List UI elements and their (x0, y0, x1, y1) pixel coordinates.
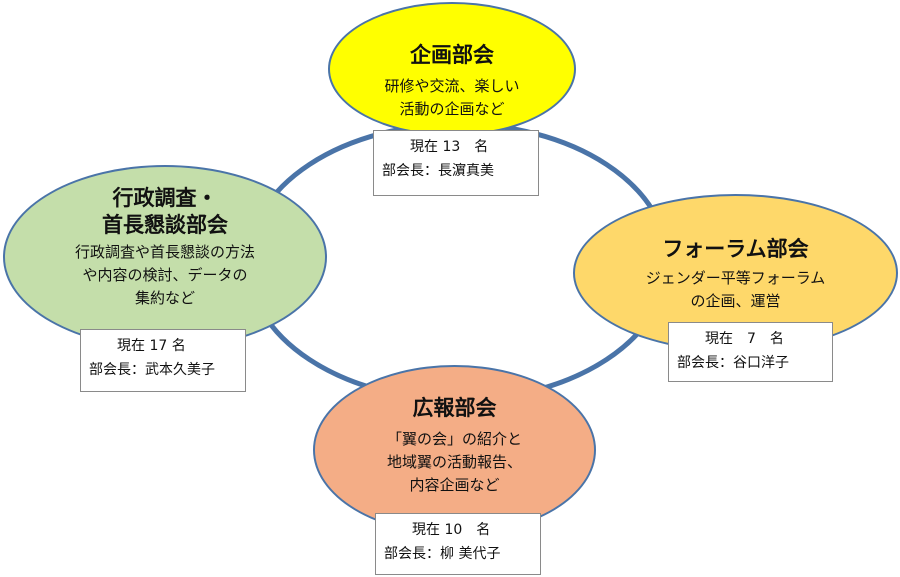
node-kikaku: 企画部会 研修や交流、楽しい 活動の企画など (328, 2, 576, 136)
leader-name: 部会長：柳 美代子 (384, 546, 501, 562)
node-title: 企画部会 (410, 43, 494, 67)
node-gyosei: 行政調査・ 首長懇談部会 行政調査や首長懇談の方法 や内容の検討、データの 集約… (3, 165, 327, 349)
member-count: 現在 17 名 (117, 338, 186, 354)
info-box-kikaku: 現在 13 名 部会長：長濵真美 (373, 130, 539, 196)
member-count: 現在 10 名 (412, 522, 491, 538)
info-box-forum: 現在 7 名 部会長：谷口洋子 (668, 322, 833, 382)
node-description: 研修や交流、楽しい 活動の企画など (384, 77, 520, 118)
leader-name: 部会長：武本久美子 (89, 362, 215, 378)
info-box-koho: 現在 10 名 部会長：柳 美代子 (375, 513, 541, 575)
node-title: 広報部会 (412, 396, 497, 420)
member-count: 現在 7 名 (705, 331, 784, 347)
node-description: ジェンダー平等フォーラム の企画、運営 (645, 269, 826, 310)
leader-name: 部会長：長濵真美 (382, 163, 494, 179)
node-title: 行政調査・ 首長懇談部会 (102, 186, 228, 237)
info-box-gyosei: 現在 17 名 部会長：武本久美子 (80, 329, 246, 392)
node-koho: 広報部会 「翼の会」の紹介と 地域翼の活動報告、 内容企画など (313, 365, 596, 535)
node-description: 行政調査や首長懇談の方法 や内容の検討、データの 集約など (74, 243, 255, 307)
node-description: 「翼の会」の紹介と 地域翼の活動報告、 内容企画など (386, 430, 522, 494)
member-count: 現在 13 名 (410, 139, 489, 155)
node-title: フォーラム部会 (662, 237, 809, 261)
leader-name: 部会長：谷口洋子 (677, 355, 789, 371)
